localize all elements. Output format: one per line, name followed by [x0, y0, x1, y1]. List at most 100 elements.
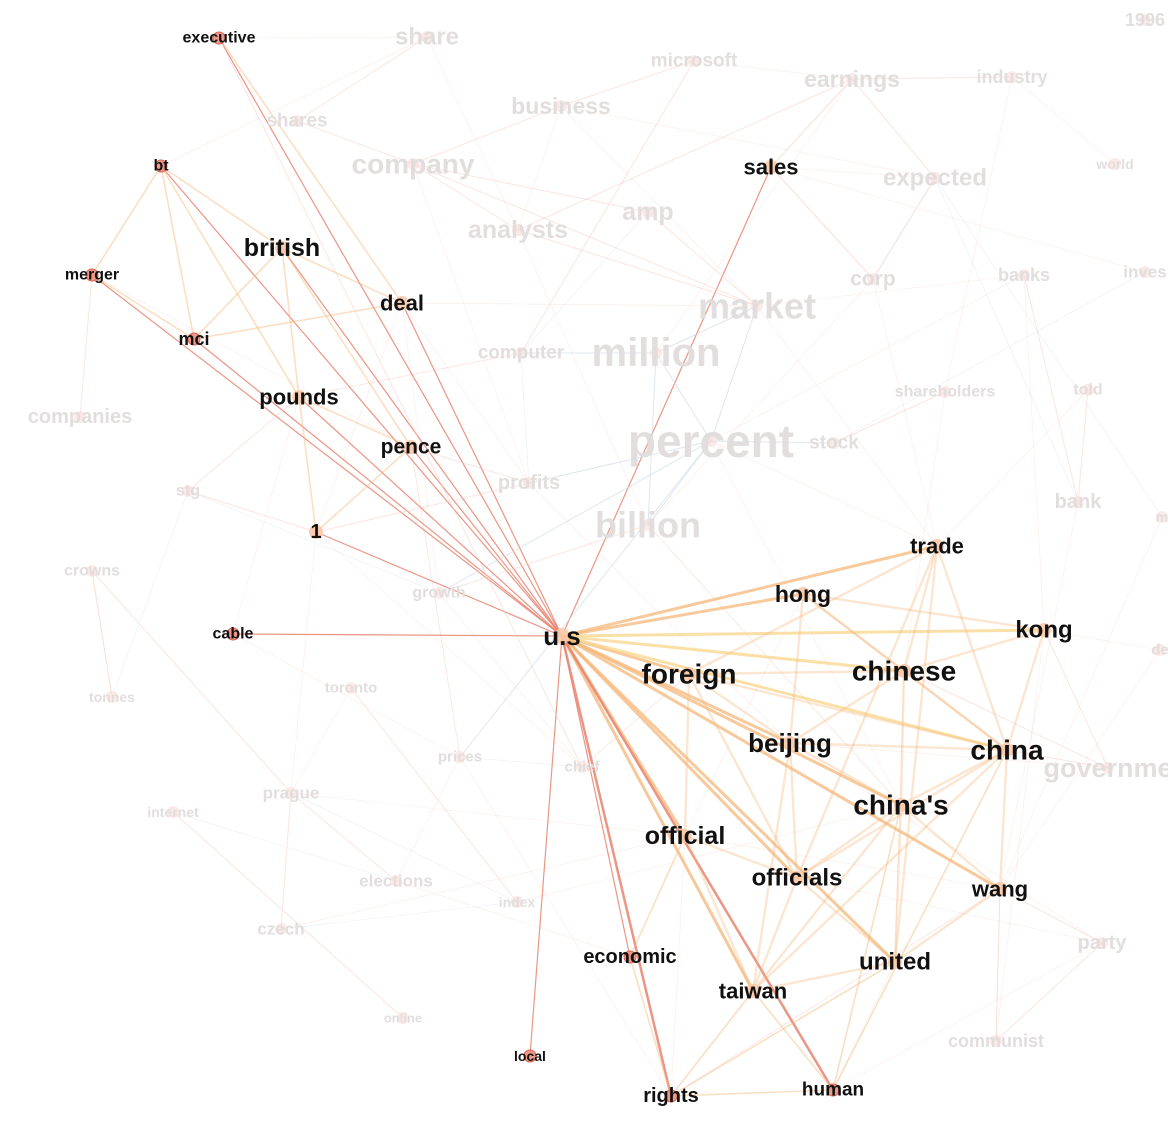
node-czech[interactable] — [275, 923, 287, 935]
node-foreign[interactable] — [682, 667, 696, 681]
node-elections[interactable] — [390, 875, 402, 887]
label-stg[interactable]: stg — [176, 483, 200, 500]
label-beijing[interactable]: beijing — [748, 728, 832, 758]
node-chinese[interactable] — [897, 664, 911, 678]
label-kong[interactable]: kong — [1015, 617, 1072, 644]
node-party[interactable] — [1096, 937, 1108, 949]
node-executive[interactable] — [212, 31, 226, 45]
node-growth[interactable] — [433, 587, 445, 599]
label-chief[interactable]: chief — [564, 759, 600, 776]
label-prague[interactable]: prague — [263, 784, 320, 803]
node-china's[interactable] — [894, 798, 908, 812]
label-sales[interactable]: sales — [743, 155, 798, 180]
node-market[interactable] — [751, 300, 763, 312]
node-united[interactable] — [888, 955, 902, 969]
node-taiwan[interactable] — [746, 984, 760, 998]
node-microsoft[interactable] — [688, 55, 700, 67]
label-told[interactable]: told — [1073, 382, 1102, 399]
node-prices[interactable] — [454, 751, 466, 763]
label-internet[interactable]: internet — [147, 804, 199, 820]
node-chief[interactable] — [576, 761, 588, 773]
node-billion[interactable] — [642, 519, 654, 531]
node-crowns[interactable] — [86, 565, 98, 577]
node-prague[interactable] — [285, 787, 297, 799]
label-industry[interactable]: industry — [976, 67, 1047, 87]
node-bt[interactable] — [154, 159, 168, 173]
label-billion[interactable]: billion — [595, 505, 701, 546]
node-hong[interactable] — [796, 587, 810, 601]
label-communist[interactable]: communist — [948, 1031, 1044, 1051]
node-stock[interactable] — [828, 437, 840, 449]
label-companies[interactable]: companies — [28, 406, 132, 428]
node-u.s[interactable] — [554, 628, 570, 644]
node-mci[interactable] — [187, 332, 201, 346]
label-computer[interactable]: computer — [478, 343, 565, 364]
label-pence[interactable]: pence — [381, 436, 442, 459]
node-companies[interactable] — [74, 411, 86, 423]
node-rights[interactable] — [664, 1089, 678, 1103]
node-bank[interactable] — [1072, 496, 1084, 508]
label-profits[interactable]: profits — [498, 472, 560, 494]
node-beijing[interactable] — [783, 736, 797, 750]
node-profits[interactable] — [523, 477, 535, 489]
node-company[interactable] — [407, 158, 419, 170]
node-index[interactable] — [511, 896, 523, 908]
label-index[interactable]: index — [499, 894, 536, 910]
node-tonnes[interactable] — [106, 691, 118, 703]
node-million[interactable] — [650, 347, 662, 359]
label-stock[interactable]: stock — [809, 433, 859, 454]
label-u.s[interactable]: u.s — [543, 621, 581, 651]
label-bt[interactable]: bt — [153, 158, 169, 175]
node-human[interactable] — [826, 1083, 840, 1097]
label-growth[interactable]: growth — [412, 585, 465, 602]
label-cable[interactable]: cable — [213, 626, 254, 643]
label-hong[interactable]: hong — [775, 581, 831, 607]
node-m[interactable] — [1156, 511, 1168, 523]
label-mci[interactable]: mci — [178, 329, 209, 349]
node-merger[interactable] — [85, 268, 99, 282]
label-human[interactable]: human — [802, 1080, 864, 1101]
node-trade[interactable] — [930, 539, 944, 553]
label-company[interactable]: company — [352, 149, 475, 180]
label-microsoft[interactable]: microsoft — [651, 51, 738, 72]
node-officials[interactable] — [790, 871, 804, 885]
label-invest[interactable]: inves — [1123, 263, 1166, 282]
label-share[interactable]: share — [395, 24, 459, 51]
label-amp[interactable]: amp — [622, 198, 673, 226]
node-earnings[interactable] — [846, 73, 858, 85]
label-million[interactable]: million — [592, 331, 721, 375]
label-executive[interactable]: executive — [183, 30, 256, 47]
node-computer[interactable] — [515, 347, 527, 359]
node-corp[interactable] — [867, 273, 879, 285]
node-communist[interactable] — [990, 1035, 1002, 1047]
node-online[interactable] — [397, 1012, 409, 1024]
label-shareholders[interactable]: shareholders — [895, 384, 996, 401]
label-expected[interactable]: expected — [883, 165, 987, 192]
node-local[interactable] — [523, 1049, 537, 1063]
node-british[interactable] — [275, 241, 289, 255]
node-internet[interactable] — [167, 806, 179, 818]
label-toronto[interactable]: toronto — [325, 680, 377, 697]
node-shares[interactable] — [291, 115, 303, 127]
label-earnings[interactable]: earnings — [804, 66, 900, 92]
label-banks[interactable]: banks — [998, 265, 1050, 285]
label-deal[interactable]: deal — [380, 291, 424, 316]
label-m[interactable]: m — [1156, 509, 1168, 525]
node-pounds[interactable] — [292, 390, 306, 404]
label-government[interactable]: governme — [1043, 753, 1168, 783]
node-industry[interactable] — [1006, 71, 1018, 83]
label-united[interactable]: united — [859, 949, 931, 976]
label-tonnes[interactable]: tonnes — [89, 689, 135, 705]
node-china[interactable] — [1000, 743, 1014, 757]
node-percent[interactable] — [705, 435, 717, 447]
node-toronto[interactable] — [345, 682, 357, 694]
node-1[interactable] — [309, 525, 323, 539]
node-share[interactable] — [421, 31, 433, 43]
label-local[interactable]: local — [514, 1048, 546, 1064]
label-online[interactable]: online — [384, 1011, 422, 1026]
node-world[interactable] — [1109, 158, 1121, 170]
label-china's[interactable]: china's — [853, 790, 948, 821]
label-party[interactable]: party — [1078, 932, 1128, 954]
label-crowns[interactable]: crowns — [64, 563, 120, 580]
label-percent[interactable]: percent — [628, 415, 794, 467]
